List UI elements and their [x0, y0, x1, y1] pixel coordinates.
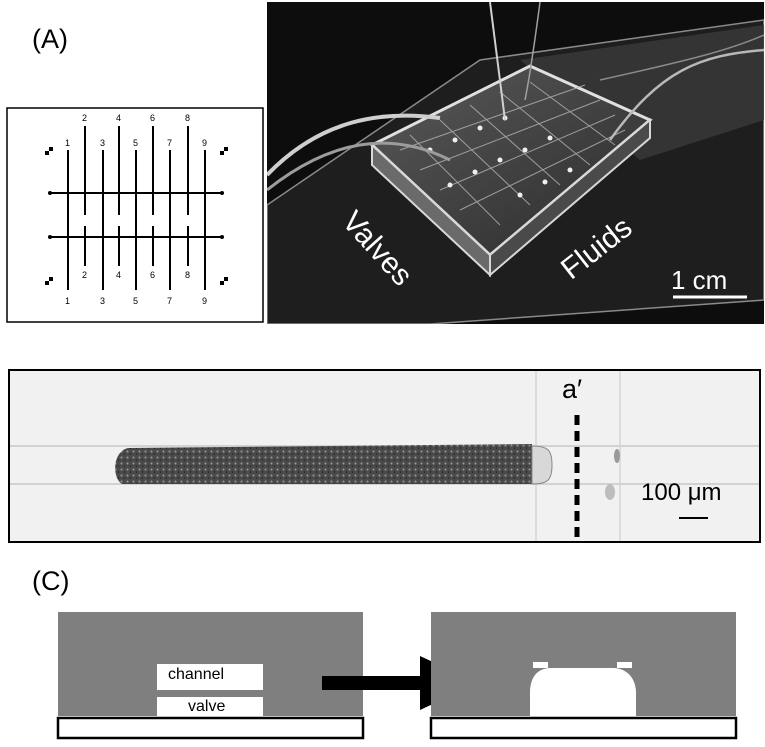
- substrate-open: [56, 716, 365, 740]
- channel-number: 9: [202, 296, 208, 306]
- channel-number: 5: [133, 138, 139, 148]
- channel-number: 9: [202, 138, 208, 148]
- a-prime-label: a′: [562, 374, 583, 404]
- channel-number: 4: [116, 113, 122, 123]
- transition-arrow-head: [420, 656, 478, 710]
- channel-number: 2: [82, 113, 88, 123]
- pdms-layer-closed: [431, 612, 736, 716]
- valves-label: Valves: [335, 205, 419, 293]
- micrograph-scale-label: 100 μm: [641, 479, 722, 506]
- channel-number: 7: [167, 138, 173, 148]
- channel-number: 1: [65, 138, 71, 148]
- packed-bead-column: [115, 444, 532, 484]
- channel-number: 6: [150, 113, 156, 123]
- substrate-closed: [429, 716, 738, 740]
- panel-a-label: (A): [32, 24, 68, 54]
- channel-number: 2: [82, 270, 88, 280]
- channel-label: channel: [168, 666, 225, 683]
- deflected-membrane: [530, 668, 636, 716]
- valve-tubing: [267, 113, 441, 177]
- channel-number: 4: [116, 270, 122, 280]
- channel-number: 7: [167, 296, 173, 306]
- panel-c-label: (C): [32, 566, 70, 596]
- alignment-mark-bl: [45, 277, 53, 285]
- channel-number: 3: [100, 296, 106, 306]
- photo-scale-label: 1 cm: [671, 265, 728, 295]
- fluid-tubing: [608, 48, 764, 141]
- channel-number: 8: [185, 270, 191, 280]
- micrograph-frame: [8, 369, 761, 543]
- channel-number: 8: [185, 113, 191, 123]
- alignment-mark-br: [220, 277, 228, 285]
- channel-number: 5: [133, 296, 139, 306]
- fluids-label: Fluids: [555, 210, 639, 287]
- channel-number: 1: [65, 296, 71, 306]
- channel-number: 3: [100, 138, 106, 148]
- channel-number: 6: [150, 270, 156, 280]
- valve-label: valve: [188, 698, 226, 715]
- panel-b-label: (B): [32, 388, 68, 418]
- alignment-mark-tr: [220, 147, 228, 155]
- alignment-mark-tl: [45, 147, 53, 155]
- transition-arrow-shaft: [322, 676, 437, 690]
